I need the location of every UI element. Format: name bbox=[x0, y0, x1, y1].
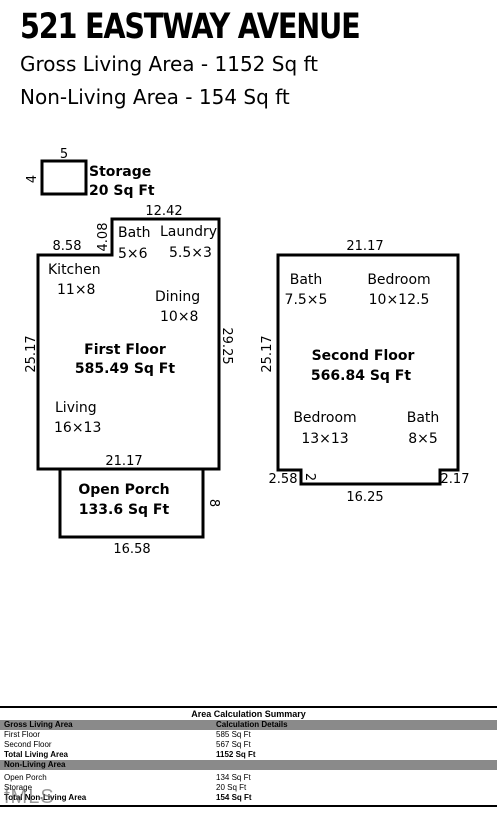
summary-total-row: Total Living Area 1152 Sq Ft bbox=[0, 750, 497, 760]
summary-row: First Floor 585 Sq Ft bbox=[0, 730, 497, 740]
calculation-details-header: Calculation Details bbox=[216, 720, 288, 729]
row-value: 134 Sq Ft bbox=[216, 773, 251, 782]
room-size: 5.5×3 bbox=[169, 245, 212, 261]
floor-plan-diagram: 5 4 Storage 20 Sq Ft 8.58 4.08 12.42 25.… bbox=[24, 147, 470, 557]
second-floor-bottom-dim: 16.25 bbox=[346, 490, 383, 505]
second-floor-label: Second Floor bbox=[312, 348, 415, 364]
summary-row: Storage 20 Sq Ft bbox=[0, 783, 497, 793]
area-calculation-summary: Area Calculation Summary Gross Living Ar… bbox=[0, 706, 497, 807]
storage-area: 20 Sq Ft bbox=[89, 183, 155, 199]
room-size: 13×13 bbox=[301, 431, 348, 447]
storage-depth-dim: 4 bbox=[25, 175, 40, 183]
storage-outline bbox=[40, 159, 88, 196]
room-name: Bath bbox=[407, 410, 440, 426]
room-name: Kitchen bbox=[48, 262, 101, 278]
row-label: Storage bbox=[4, 783, 33, 792]
second-floor-area: 566.84 Sq Ft bbox=[311, 368, 411, 384]
summary-row: Open Porch 134 Sq Ft bbox=[0, 773, 497, 783]
room-size: 16×13 bbox=[54, 420, 101, 436]
row-label: First Floor bbox=[4, 730, 40, 739]
row-label: Total Living Area bbox=[4, 750, 69, 759]
room-size: 11×8 bbox=[57, 282, 95, 298]
second-floor-bottom-right-dim: 2.17 bbox=[441, 472, 470, 487]
row-label: Open Porch bbox=[4, 773, 47, 782]
room-size: 7.5×5 bbox=[285, 292, 328, 308]
first-floor-bottom-dim: 21.17 bbox=[105, 454, 142, 469]
room-name: Living bbox=[55, 400, 97, 416]
second-floor-notch-dim: 2 bbox=[302, 473, 317, 481]
first-floor-left-dim: 25.17 bbox=[24, 335, 39, 372]
first-floor-label: First Floor bbox=[84, 342, 166, 358]
second-floor-left-dim: 25.17 bbox=[260, 335, 275, 372]
second-floor-bottom-left-dim: 2.58 bbox=[269, 472, 298, 487]
gross-header-label: Gross Living Area bbox=[4, 720, 73, 729]
room-size: 8×5 bbox=[408, 431, 438, 447]
room-name: Bedroom bbox=[293, 410, 356, 426]
first-floor-top-left-dim: 8.58 bbox=[53, 239, 82, 254]
open-porch-outline bbox=[58, 467, 205, 539]
summary-total-row: Total Non-Living Area 154 Sq Ft bbox=[0, 793, 497, 803]
room-size: 10×8 bbox=[160, 309, 198, 325]
non-living-area-line: Non-Living Area - 154 Sq ft bbox=[20, 85, 290, 109]
room-name: Bedroom bbox=[367, 272, 430, 288]
first-floor-top-right-dim: 12.42 bbox=[145, 204, 182, 219]
room-size: 5×6 bbox=[118, 246, 148, 262]
row-label: Total Non-Living Area bbox=[4, 793, 87, 802]
divider bbox=[0, 805, 497, 807]
row-value: 154 Sq Ft bbox=[216, 793, 252, 802]
room-name: Laundry bbox=[160, 224, 217, 240]
summary-row: Second Floor 567 Sq Ft bbox=[0, 740, 497, 750]
gross-living-area-header: Gross Living Area Calculation Details bbox=[0, 720, 497, 730]
property-address: 521 EASTWAY AVENUE bbox=[20, 7, 361, 47]
storage-width-dim: 5 bbox=[60, 147, 68, 162]
row-value: 1152 Sq Ft bbox=[216, 750, 256, 759]
first-floor-right-dim: 29.25 bbox=[219, 327, 234, 364]
first-floor-area: 585.49 Sq Ft bbox=[75, 361, 175, 377]
open-porch-bottom-dim: 16.58 bbox=[113, 542, 150, 557]
room-name: Bath bbox=[118, 225, 151, 241]
second-floor-outline bbox=[276, 253, 460, 486]
open-porch-label: Open Porch bbox=[78, 482, 169, 498]
summary-title: Area Calculation Summary bbox=[191, 709, 306, 719]
storage-label: Storage bbox=[89, 164, 151, 180]
row-value: 567 Sq Ft bbox=[216, 740, 251, 749]
room-size: 10×12.5 bbox=[369, 292, 430, 308]
open-porch-side-dim: 8 bbox=[206, 499, 221, 507]
open-porch-area: 133.6 Sq Ft bbox=[79, 502, 170, 518]
non-living-header-label: Non-Living Area bbox=[4, 760, 66, 769]
second-floor-top-dim: 21.17 bbox=[346, 239, 383, 254]
mls-watermark-logo: fMLS bbox=[4, 786, 55, 808]
row-label: Second Floor bbox=[4, 740, 52, 749]
room-name: Bath bbox=[290, 272, 323, 288]
room-name: Dining bbox=[155, 289, 200, 305]
first-floor-notch-dim: 4.08 bbox=[96, 223, 111, 252]
divider bbox=[0, 706, 497, 708]
gross-living-area-line: Gross Living Area - 1152 Sq ft bbox=[20, 52, 319, 76]
first-floor-outline bbox=[36, 217, 221, 471]
row-value: 585 Sq Ft bbox=[216, 730, 251, 739]
row-value: 20 Sq Ft bbox=[216, 783, 247, 792]
non-living-area-header: Non-Living Area bbox=[0, 760, 497, 770]
